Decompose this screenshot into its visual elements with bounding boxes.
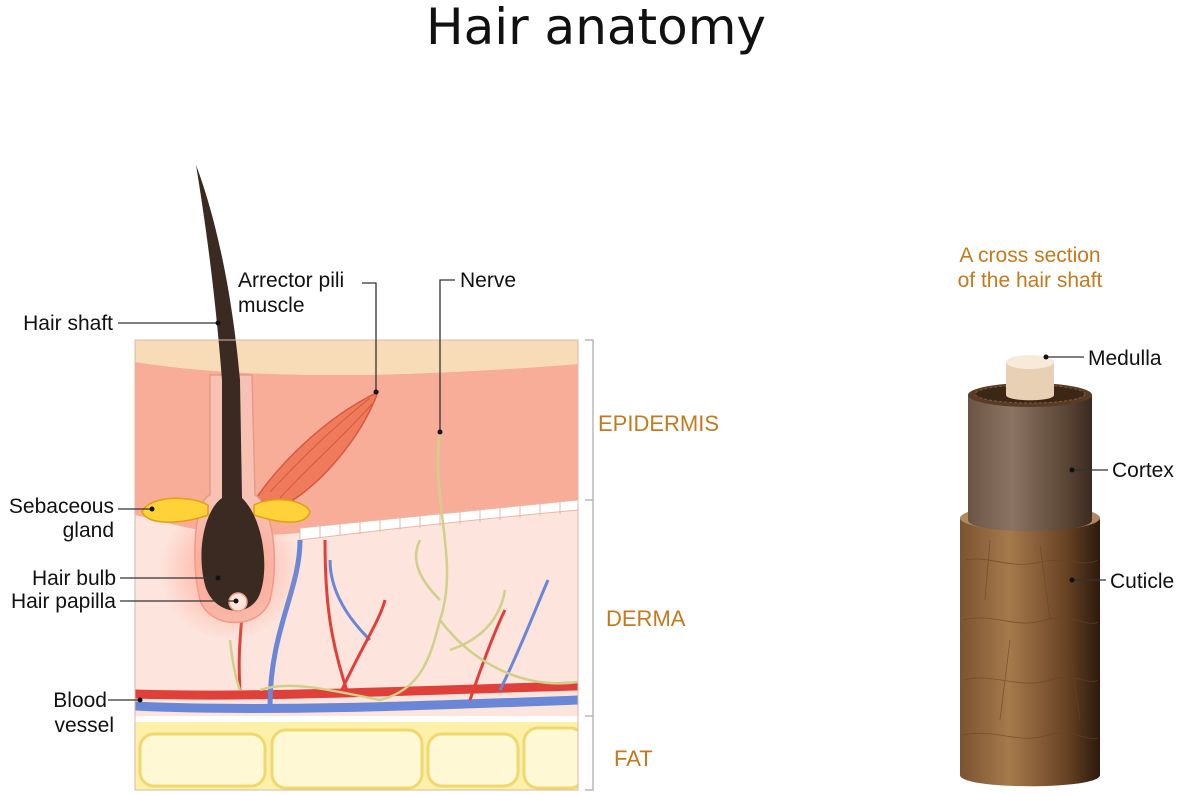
medulla-label: Medulla — [1088, 347, 1162, 370]
hair-bulb-label: Hair bulb — [32, 567, 116, 590]
arrector-pili-label-line1: Arrector pili — [238, 269, 344, 292]
sebaceous-gland-label-line1: Sebaceous — [9, 495, 114, 518]
basal-cells — [319, 502, 561, 538]
cross-section-heading-line2: of the hair shaft — [958, 269, 1103, 292]
sebaceous-gland-label-line2: gland — [63, 519, 114, 542]
basement-membrane — [299, 499, 578, 541]
cuticle-layer — [960, 518, 1100, 787]
cross-section-leaders — [1043, 354, 1108, 583]
derma-label: DERMA — [606, 606, 686, 631]
hair-shaft-label: Hair shaft — [23, 312, 113, 335]
hair-papilla-label: Hair papilla — [11, 590, 116, 613]
stratum-corneum — [135, 340, 578, 375]
leader-lines — [108, 279, 455, 703]
cortex-label: Cortex — [1112, 459, 1174, 482]
medulla-layer — [1006, 362, 1054, 401]
fat-label: FAT — [614, 746, 653, 771]
nerve-label: Nerve — [460, 269, 516, 292]
page-title: Hair anatomy — [426, 0, 766, 56]
arrector-pili-label-line2: muscle — [238, 294, 305, 317]
cuticle-label: Cuticle — [1110, 570, 1174, 593]
hair-shaft-cylinder — [960, 355, 1100, 787]
skin-cross-section — [135, 340, 578, 790]
cortex-layer — [968, 395, 1092, 532]
hair-bulb — [201, 380, 265, 611]
blood-vessel-label-line1: Blood — [53, 689, 107, 712]
sebaceous-gland-left — [141, 497, 209, 523]
sebaceous-gland-right — [253, 498, 311, 523]
layer-bracket — [585, 339, 594, 791]
fat-cells — [138, 726, 578, 790]
epidermis-label: EPIDERMIS — [598, 411, 719, 436]
blood-vessel-vein — [135, 695, 578, 713]
cross-section-heading-line1: A cross section — [959, 244, 1100, 267]
nerve-fibers — [228, 431, 578, 702]
blood-vessel-label-line2: vessel — [54, 714, 114, 737]
hair-shaft — [196, 165, 240, 380]
